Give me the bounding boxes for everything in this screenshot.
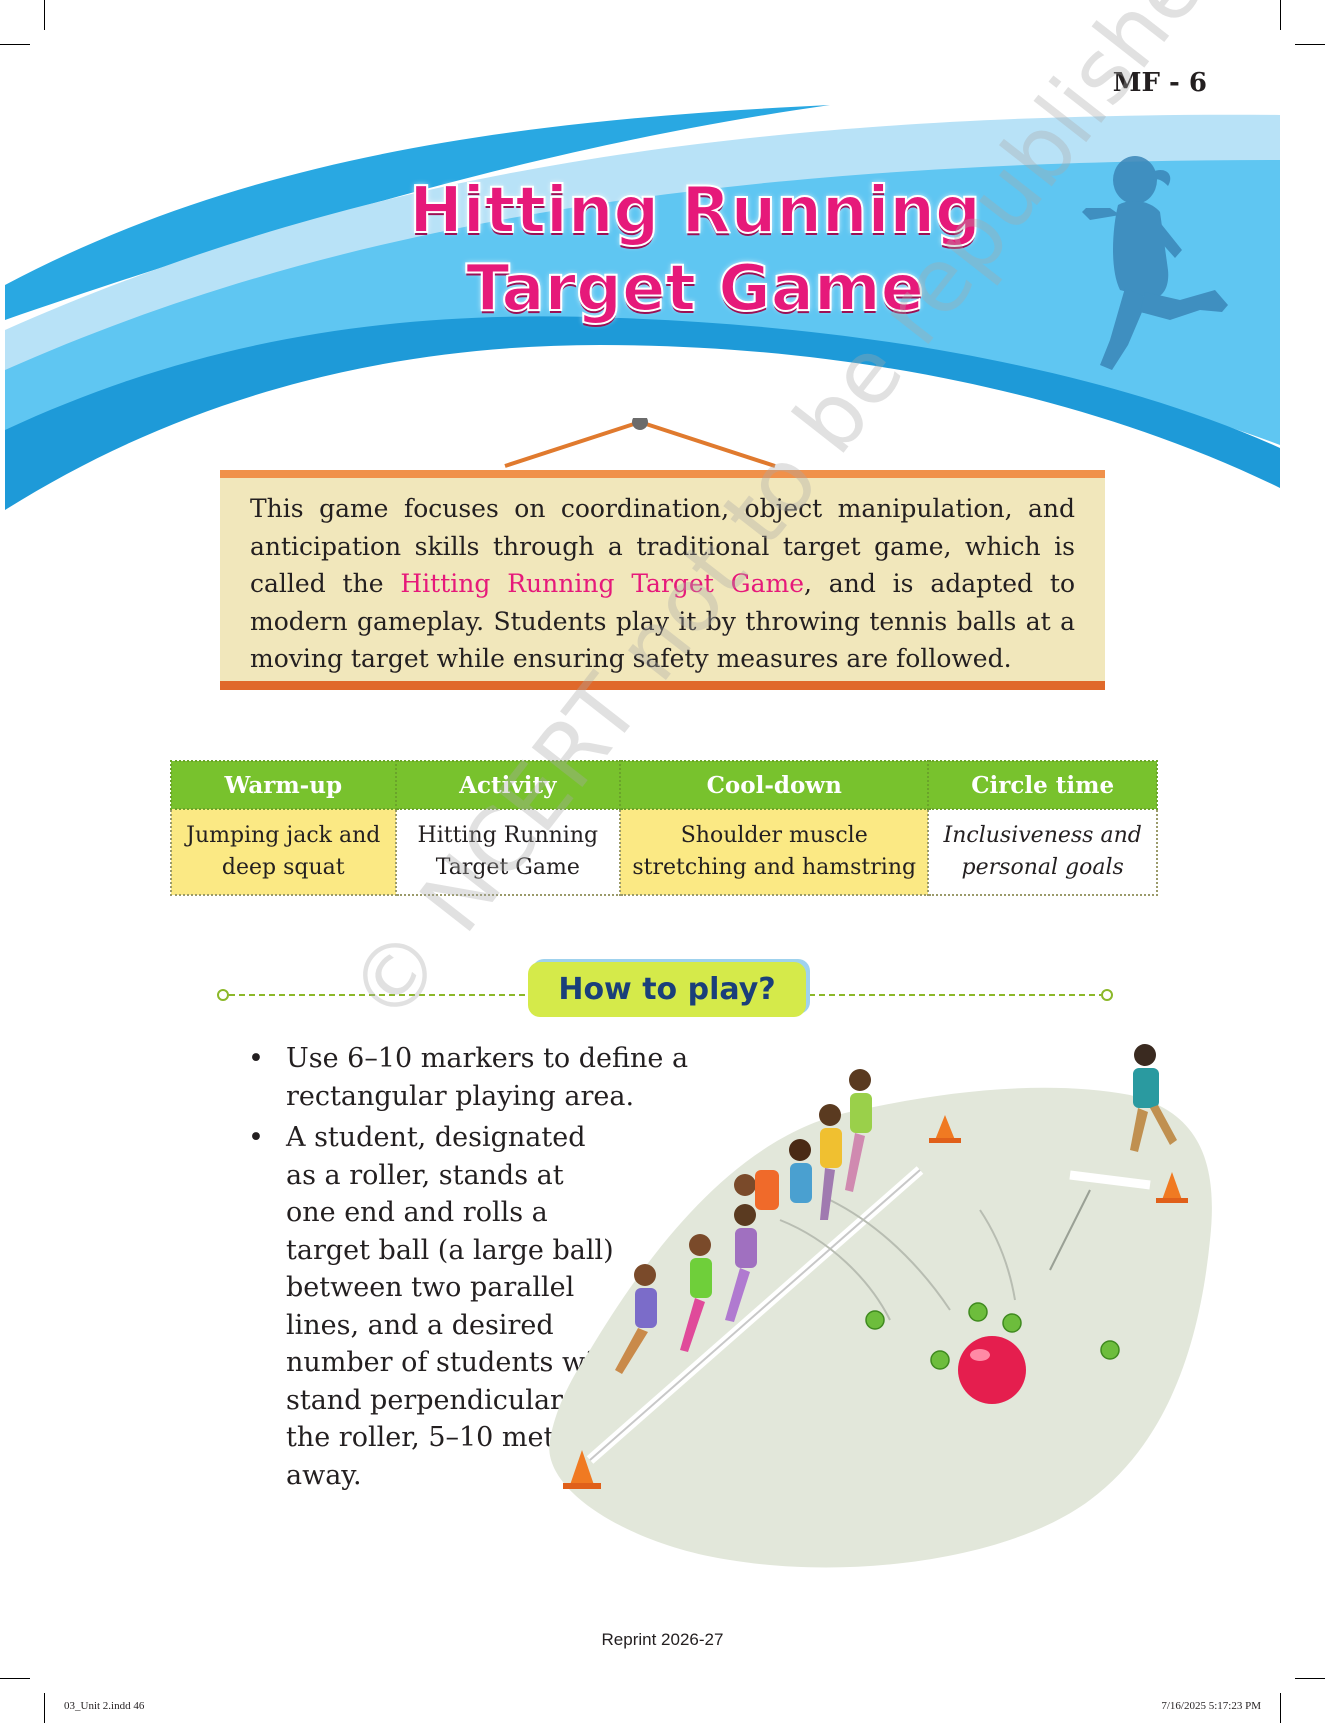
cell-cool-down: Shoulder muscle stretching and hamstring xyxy=(619,808,930,896)
intro-text-start: This game focuses on coordination, objec… xyxy=(250,494,1075,598)
list-item: Use 6–10 markers to define a rectangular… xyxy=(248,1040,728,1115)
how-to-play-heading: How to play? xyxy=(528,962,806,1017)
board-hanger xyxy=(504,418,776,468)
target-ball-icon xyxy=(958,1336,1026,1404)
game-name-highlight: Hitting Running Target Game xyxy=(400,569,804,598)
reprint-footer: Reprint 2026-27 xyxy=(601,1630,724,1649)
cell-activity: Hitting Running Target Game xyxy=(394,808,622,896)
table-header-row: Warm-up Activity Cool-down Circle time xyxy=(170,760,1158,810)
header-circle-time: Circle time xyxy=(927,760,1158,810)
crop-mark xyxy=(1295,44,1325,45)
crop-mark xyxy=(44,0,45,30)
lesson-schedule-table: Warm-up Activity Cool-down Circle time J… xyxy=(170,760,1158,896)
game-illustration xyxy=(549,1044,1212,1568)
cone-icon xyxy=(563,1450,601,1489)
intro-text: This game focuses on coordination, objec… xyxy=(250,490,1075,678)
table-row: Jumping jack and deep squat Hitting Runn… xyxy=(170,808,1158,896)
header-activity: Activity xyxy=(394,760,622,810)
crop-mark xyxy=(1280,0,1281,30)
crop-mark xyxy=(44,1693,45,1723)
header-warm-up: Warm-up xyxy=(170,760,397,810)
crop-mark xyxy=(1295,1678,1325,1679)
cell-warm-up: Jumping jack and deep squat xyxy=(170,808,397,896)
crop-mark xyxy=(0,44,30,45)
page-code: MF - 6 xyxy=(1112,68,1207,98)
crop-mark xyxy=(1280,1693,1281,1723)
section-divider xyxy=(217,989,1113,1001)
title-banner xyxy=(5,105,1280,510)
file-slug: 03_Unit 2.indd 46 xyxy=(64,1700,145,1712)
student-figures xyxy=(615,1044,1177,1374)
title-line-2: Target Game xyxy=(465,251,925,327)
cone-icon xyxy=(1156,1172,1188,1203)
cone-icon xyxy=(929,1115,961,1143)
runner-silhouette-icon xyxy=(1082,156,1228,370)
timestamp-slug: 7/16/2025 5:17:23 PM xyxy=(1161,1700,1261,1712)
header-cool-down: Cool-down xyxy=(619,760,930,810)
intro-board: This game focuses on coordination, objec… xyxy=(220,470,1105,690)
title-line-1: Hitting Running xyxy=(408,173,982,249)
page-title: Hitting Running Target Game xyxy=(300,172,1090,328)
intro-text-end: , and is adapted to modern gameplay. Stu… xyxy=(250,569,1075,673)
crop-mark xyxy=(0,1678,30,1679)
cell-circle-time: Inclusiveness and personal goals xyxy=(927,808,1158,896)
instruction-list: Use 6–10 markers to define a rectangular… xyxy=(248,1040,728,1498)
tennis-ball-icon xyxy=(865,1302,1120,1370)
list-item: A student, designated as a roller, stand… xyxy=(248,1119,616,1494)
